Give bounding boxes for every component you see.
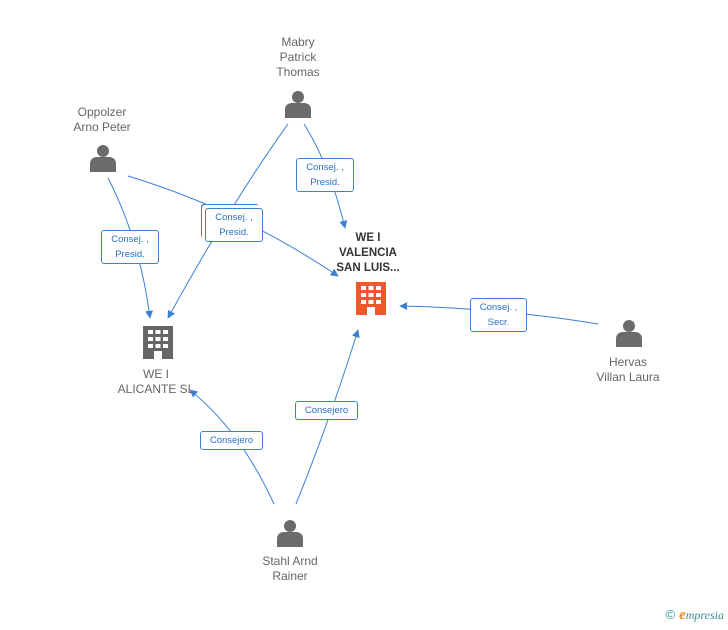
brand-e: e	[679, 607, 686, 623]
person-icon	[277, 520, 303, 547]
node-label-wei-alicante[interactable]: WE I ALICANTE SL	[117, 367, 195, 396]
edge-label-stahl-alicante: Consejero	[200, 431, 263, 450]
edge-label-mabry-valencia: Consej. , Presid.	[296, 158, 354, 192]
copyright-icon: ©	[665, 607, 676, 622]
node-label-stahl[interactable]: Stahl Arnd Rainer	[262, 554, 318, 583]
person-icon	[90, 145, 116, 172]
brand-name: mpresia	[685, 608, 724, 622]
edge-label-oppolzer-alicante: Consej. , Presid.	[101, 230, 159, 264]
building-icon	[143, 326, 173, 359]
node-label-wei-valencia[interactable]: WE I VALENCIA SAN LUIS...	[336, 232, 400, 274]
building-icon	[356, 282, 386, 315]
node-label-mabry[interactable]: Mabry Patrick Thomas	[276, 35, 320, 79]
node-label-hervas[interactable]: Hervas Villan Laura	[596, 355, 660, 384]
node-label-oppolzer[interactable]: Oppolzer Arno Peter	[73, 105, 131, 134]
person-icon	[285, 91, 311, 118]
person-icon	[616, 320, 642, 347]
edge-label-shared-presid: Consej. , Presid.	[205, 208, 263, 242]
brand-logo: ©empresia	[666, 607, 725, 624]
edge-label-stahl-valencia: Consejero	[295, 401, 358, 420]
edge-label-hervas-valencia: Consej. , Secr.	[470, 298, 527, 332]
